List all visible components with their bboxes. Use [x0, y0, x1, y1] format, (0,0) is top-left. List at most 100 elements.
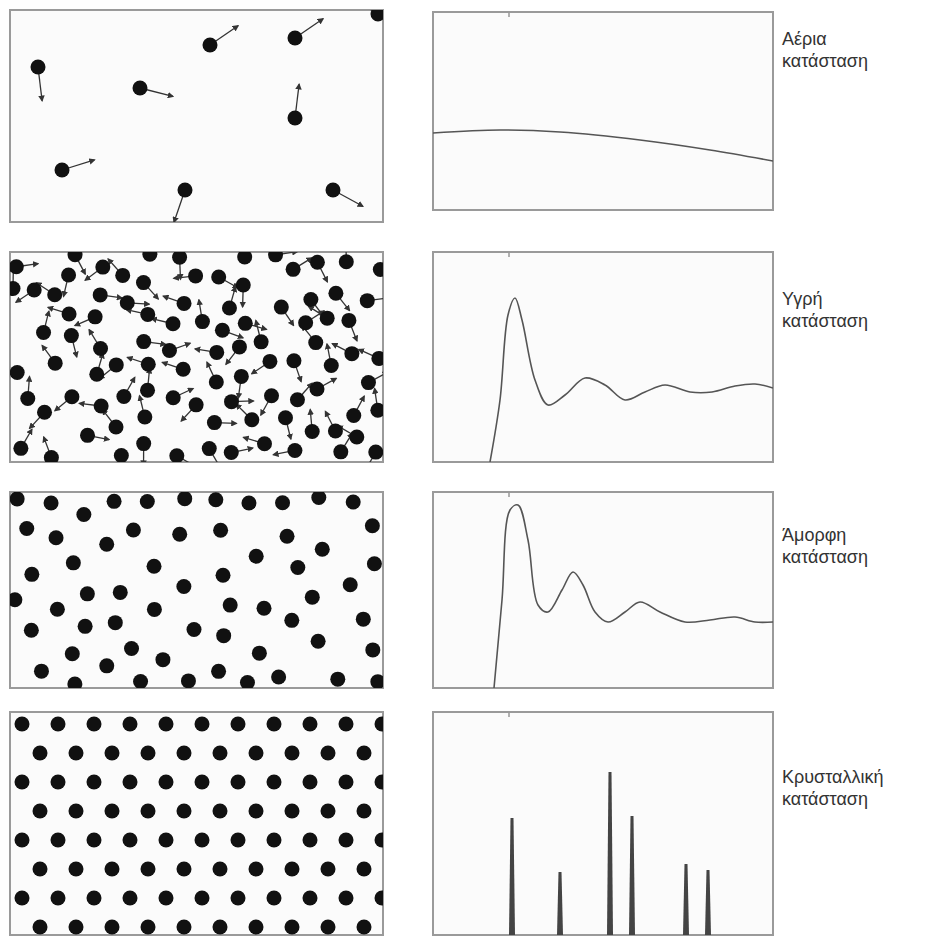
particle — [371, 351, 383, 366]
particle — [78, 619, 93, 634]
particle — [159, 833, 174, 848]
particle — [15, 775, 30, 790]
particle — [252, 646, 267, 661]
particle — [280, 529, 295, 544]
particle — [257, 601, 272, 616]
particle — [249, 549, 264, 564]
particle — [105, 804, 120, 819]
particle — [303, 775, 318, 790]
particle — [209, 345, 224, 360]
particle — [308, 335, 323, 350]
particle — [155, 652, 170, 667]
particle — [310, 255, 325, 270]
particle — [303, 891, 318, 906]
particle — [321, 804, 336, 819]
particle — [360, 293, 375, 308]
distribution-panel — [433, 12, 773, 210]
particle — [370, 674, 383, 688]
particle — [141, 862, 156, 877]
particle-panel — [10, 492, 383, 688]
particle — [140, 383, 155, 398]
particle — [108, 615, 123, 630]
particle-panel-content — [31, 10, 384, 222]
particle — [76, 507, 91, 522]
particle — [290, 392, 305, 407]
particle — [51, 833, 66, 848]
particle — [311, 492, 326, 505]
particle — [238, 316, 253, 331]
particle — [109, 357, 124, 372]
particle — [159, 891, 174, 906]
particle — [162, 343, 177, 358]
particle — [20, 391, 35, 406]
distribution-curve — [494, 505, 773, 688]
particle — [27, 282, 42, 297]
distribution-panel-content — [509, 712, 711, 935]
particle — [24, 623, 39, 638]
particle — [10, 492, 25, 506]
diffraction-peak — [607, 772, 613, 935]
particle — [159, 717, 174, 732]
particle — [33, 862, 48, 877]
particle — [177, 296, 192, 311]
particle — [321, 920, 336, 935]
particle — [267, 717, 282, 732]
particle — [361, 375, 376, 390]
particle — [69, 862, 84, 877]
particle-panel — [10, 252, 383, 462]
particle — [178, 183, 193, 198]
particle-panel — [10, 712, 383, 935]
particle — [339, 775, 354, 790]
particle — [37, 405, 52, 420]
particle — [357, 804, 372, 819]
particle — [328, 286, 343, 301]
particle — [257, 436, 272, 451]
particle — [262, 354, 277, 369]
state-label: Άμορφη κατάσταση — [782, 524, 868, 568]
diffraction-peak — [557, 872, 563, 935]
particle — [61, 267, 76, 282]
axis-tick — [508, 252, 510, 257]
diffraction-peak — [629, 816, 635, 935]
particle — [94, 399, 109, 414]
particle — [44, 495, 59, 510]
particle — [213, 920, 228, 935]
particle — [87, 833, 102, 848]
particle — [213, 523, 228, 538]
particle — [68, 252, 83, 262]
particle — [142, 252, 157, 262]
particle — [105, 746, 120, 761]
state-label: Υγρή κατάσταση — [782, 288, 868, 332]
particle — [209, 375, 224, 390]
particle — [176, 362, 191, 377]
particle — [311, 634, 326, 649]
particle — [31, 60, 46, 75]
particle-panel-content — [10, 252, 383, 462]
particle — [169, 448, 184, 462]
particle — [371, 10, 384, 22]
particle — [211, 269, 226, 284]
distribution-curve — [433, 130, 773, 161]
particle — [133, 674, 148, 688]
particle — [222, 301, 237, 316]
particle — [303, 292, 318, 307]
particle — [62, 306, 77, 321]
particle — [10, 259, 24, 274]
particle — [136, 436, 151, 451]
particle — [87, 775, 102, 790]
particle — [290, 560, 305, 575]
particle — [177, 920, 192, 935]
particle — [375, 891, 384, 906]
particle — [10, 365, 25, 380]
particle — [105, 862, 120, 877]
particle — [249, 920, 264, 935]
particle — [357, 862, 372, 877]
state-label: Κρυσταλλική κατάσταση — [782, 766, 883, 810]
particle — [116, 389, 131, 404]
particle — [333, 444, 348, 459]
diffraction-peak — [683, 864, 689, 935]
particle — [64, 389, 79, 404]
particle — [33, 804, 48, 819]
particle — [357, 920, 372, 935]
particle — [267, 775, 282, 790]
